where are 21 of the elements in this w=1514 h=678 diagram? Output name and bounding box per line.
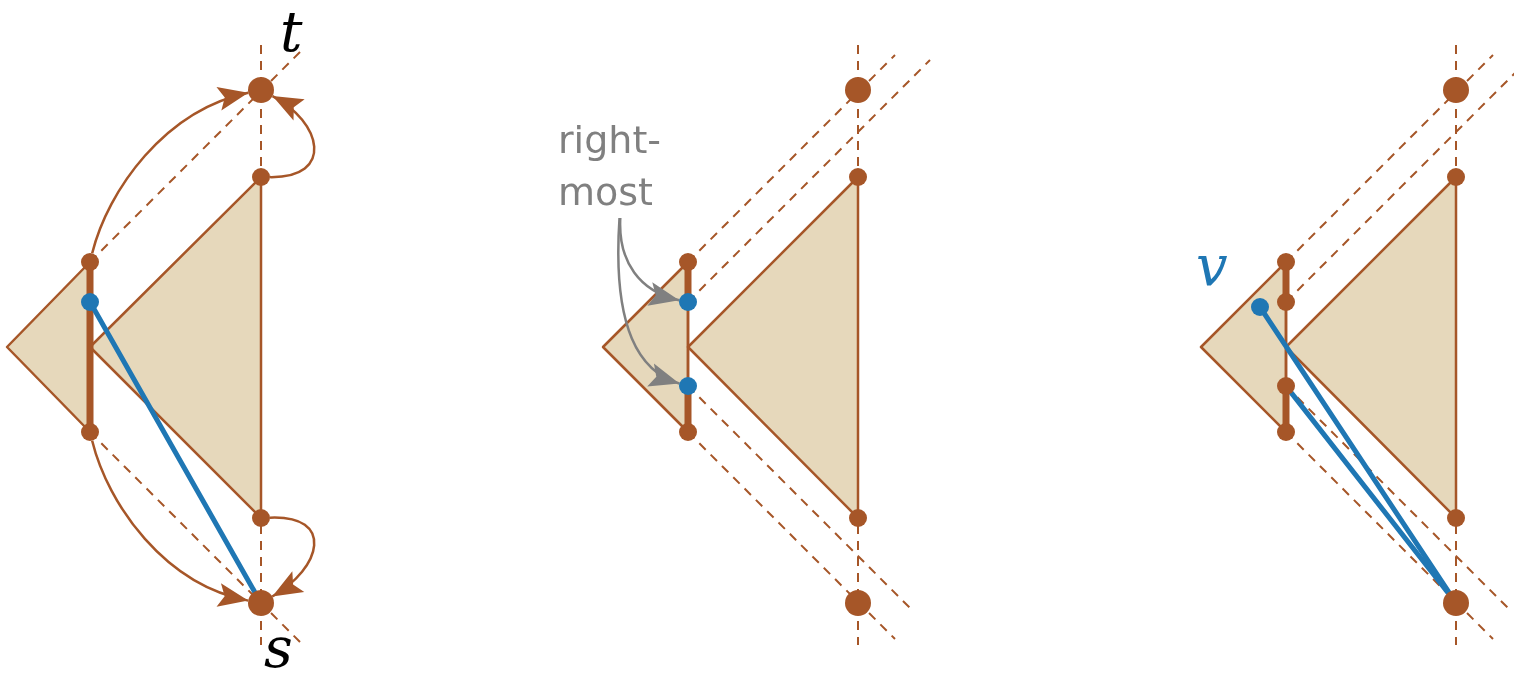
- annotation-text: right- most: [558, 114, 688, 218]
- curved-arrow: [269, 94, 316, 179]
- point-dot: [248, 77, 274, 103]
- point-dot: [248, 590, 274, 616]
- leader-arrow: [619, 218, 680, 305]
- point-dot: [81, 293, 99, 311]
- point-label: v: [1196, 236, 1228, 296]
- point-dot: [81, 423, 99, 441]
- leader-arrow: [617, 217, 680, 385]
- point-label: s: [264, 618, 293, 678]
- point-dot: [1443, 590, 1469, 616]
- point-dot: [81, 253, 99, 271]
- connecting-line: [91, 307, 258, 595]
- point-dot: [679, 377, 697, 395]
- point-dot: [252, 509, 270, 527]
- curved-arrow: [91, 89, 249, 254]
- point-dot: [252, 168, 270, 186]
- point-dot: [679, 293, 697, 311]
- point-label: t: [280, 2, 303, 62]
- curved-arrow: [90, 440, 249, 605]
- curved-arrow: [269, 516, 316, 598]
